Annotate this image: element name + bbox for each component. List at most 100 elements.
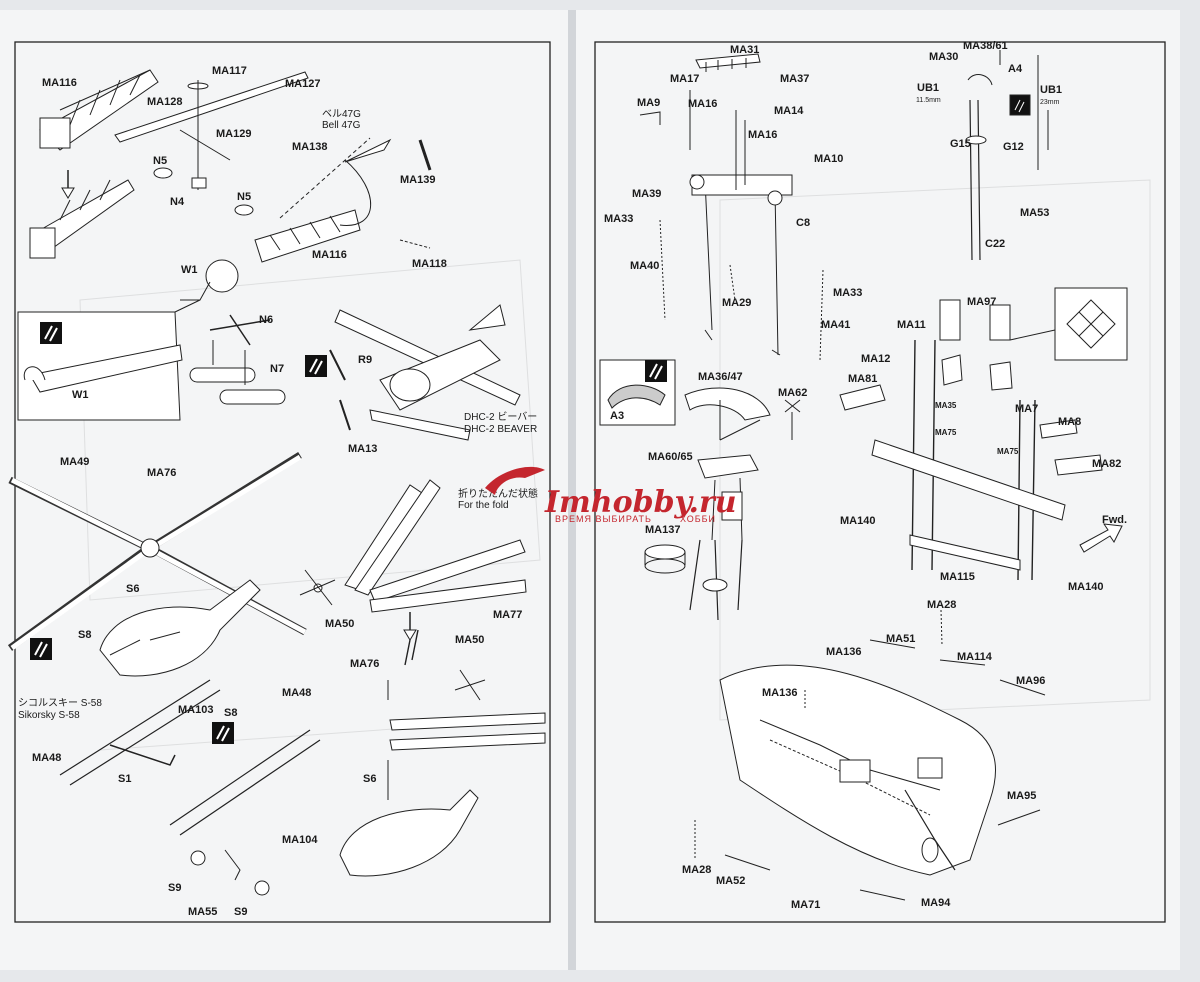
label-ma16-a: MA16: [688, 98, 717, 110]
watermark-logo-icon: [485, 466, 545, 495]
paint-icon: [212, 722, 234, 744]
note-bell-en: Bell 47G: [322, 120, 361, 131]
label-ma50-b: MA50: [455, 634, 484, 646]
label-ma77: MA77: [493, 609, 522, 621]
note-fold-en: For the fold: [458, 500, 509, 511]
label-ma50-a: MA50: [325, 618, 354, 630]
label-ma10: MA10: [814, 153, 843, 165]
label-ma13: MA13: [348, 443, 377, 455]
label-ma28-b: MA28: [682, 864, 711, 876]
label-ma14: MA14: [774, 105, 804, 117]
label-a4: A4: [1008, 63, 1023, 75]
label-ma138: MA138: [292, 141, 327, 153]
note-beaver-en: DHC-2 BEAVER: [464, 424, 537, 435]
label-ma8: MA8: [1058, 416, 1081, 428]
label-ma31: MA31: [730, 44, 759, 56]
paint-icon: [645, 360, 667, 382]
label-ma114: MA114: [957, 651, 993, 663]
note-sikorsky-en: Sikorsky S-58: [18, 710, 80, 721]
label-ma127: MA127: [285, 78, 320, 90]
label-ma41: MA41: [821, 319, 850, 331]
watermark: Imhobby.ru ВРЕМЯ ВЫБИРАТЬ ХОББИ: [485, 466, 737, 524]
label-ma9: MA9: [637, 97, 660, 109]
label-s8-a: S8: [78, 629, 91, 641]
label-ma140-a: MA140: [840, 515, 875, 527]
note-fold-jp: 折りたたんだ状態: [458, 487, 538, 500]
label-ma52: MA52: [716, 875, 745, 887]
label-a3: A3: [610, 410, 624, 422]
label-ma116: MA116: [42, 77, 77, 89]
label-ma39: MA39: [632, 188, 661, 200]
label-ma36-47: MA36/47: [698, 371, 743, 383]
label-ma12: MA12: [861, 353, 890, 365]
label-ma117: MA117: [212, 65, 247, 77]
label-ma118: MA118: [412, 258, 447, 270]
label-ma94: MA94: [921, 897, 951, 909]
label-ma11: MA11: [897, 319, 926, 331]
label-ma48-a: MA48: [282, 687, 311, 699]
label-ma116-body: MA116: [312, 249, 347, 261]
note-sikorsky-jp: シコルスキー S-58: [18, 698, 102, 709]
label-c8: C8: [796, 217, 810, 229]
label-ub1-a: UB1: [917, 82, 939, 94]
label-s6-b: S6: [363, 773, 376, 785]
label-ma140-b: MA140: [1068, 581, 1103, 593]
label-ma62: MA62: [778, 387, 807, 399]
label-n6: N6: [259, 314, 273, 326]
label-s9-a: S9: [168, 882, 181, 894]
label-g15: G15: [950, 138, 971, 150]
right-panel-border: [594, 41, 1166, 923]
label-s6-a: S6: [126, 583, 139, 595]
label-ma33-a: MA33: [604, 213, 633, 225]
label-ma49: MA49: [60, 456, 89, 468]
note-fwd: Fwd.: [1102, 514, 1127, 526]
label-ma128: MA128: [147, 96, 182, 108]
label-ma104: MA104: [282, 834, 318, 846]
left-part-labels: MA116 MA117 MA127 MA128 MA129 MA138 MA13…: [32, 65, 522, 918]
label-ma37: MA37: [780, 73, 809, 85]
label-ma30: MA30: [929, 51, 958, 63]
label-ma95: MA95: [1007, 790, 1036, 802]
paint-icon: [30, 638, 52, 660]
label-s9-b: S9: [234, 906, 247, 918]
label-ma28-a: MA28: [927, 599, 956, 611]
label-ma115: MA115: [940, 571, 975, 583]
note-ub1-b-length: 23mm: [1040, 99, 1060, 106]
label-n4: N4: [170, 196, 185, 208]
label-n5-lower: N5: [237, 191, 251, 203]
note-beaver-jp: DHC-2 ビーバー: [464, 411, 537, 423]
label-ma51: MA51: [886, 633, 915, 645]
label-ma96: MA96: [1016, 675, 1045, 687]
watermark-tagline-left: ВРЕМЯ ВЫБИРАТЬ: [555, 514, 652, 524]
watermark-tagline-right: ХОББИ: [680, 514, 716, 524]
label-ma29: MA29: [722, 297, 751, 309]
label-ma136-a: MA136: [826, 646, 861, 658]
label-c22: C22: [985, 238, 1005, 250]
label-ma82: MA82: [1092, 458, 1121, 470]
label-w1-inset: W1: [72, 389, 89, 401]
label-ma55: MA55: [188, 906, 217, 918]
label-ma103: MA103: [178, 704, 213, 716]
note-ub1-a-length: 11.5mm: [916, 97, 941, 104]
label-ma97: MA97: [967, 296, 996, 308]
label-ma48-b: MA48: [32, 752, 61, 764]
label-ma136-b: MA136: [762, 687, 797, 699]
label-ub1-b: UB1: [1040, 84, 1062, 96]
label-ma81: MA81: [848, 373, 877, 385]
label-ma76-a: MA76: [147, 467, 176, 479]
label-s1: S1: [118, 773, 131, 785]
label-ma75-a: MA75: [935, 428, 957, 437]
label-w1: W1: [181, 264, 198, 276]
label-ma17: MA17: [670, 73, 699, 85]
paint-icon: [305, 355, 327, 377]
label-ma76-b: MA76: [350, 658, 379, 670]
label-ma33-b: MA33: [833, 287, 862, 299]
watermark-text: Imhobby.ru: [544, 485, 737, 520]
label-g12: G12: [1003, 141, 1024, 153]
label-ma35: MA35: [935, 401, 957, 410]
label-n5-upper: N5: [153, 155, 167, 167]
right-notes: 11.5mm 23mm Fwd.: [916, 97, 1127, 526]
note-bell-jp: ベル47G: [322, 108, 361, 120]
right-diagram-lines: [599, 50, 1128, 901]
